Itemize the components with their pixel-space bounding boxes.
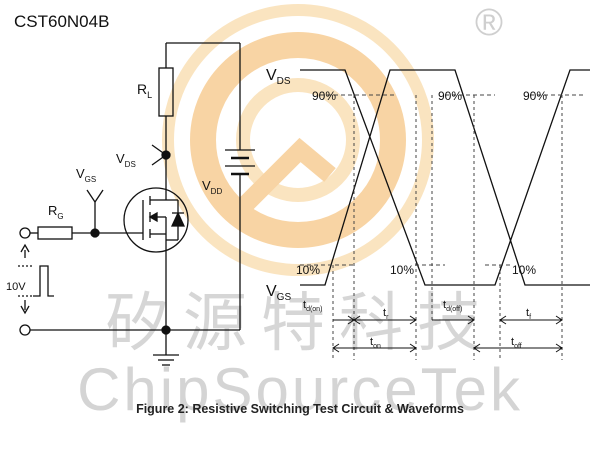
arrow-td-off-right bbox=[467, 315, 475, 325]
vgs-probe-a bbox=[86, 189, 96, 203]
label-90-3: 90% bbox=[523, 89, 547, 103]
pulse-waveform bbox=[33, 265, 54, 297]
label-rl: RL bbox=[137, 81, 152, 100]
label-td-off: td(off) bbox=[443, 299, 462, 313]
label-90-1: 90% bbox=[312, 89, 336, 103]
pulse-arrow-down bbox=[20, 305, 30, 315]
arrow-tf-right bbox=[555, 315, 563, 325]
arrow-ton-right bbox=[409, 343, 417, 353]
arrow-ton-left bbox=[332, 343, 340, 353]
arrow-tf-left bbox=[499, 315, 507, 325]
arrow-tr-right bbox=[409, 315, 417, 325]
watermark-registered: ® bbox=[475, 2, 503, 44]
test-circuit bbox=[18, 42, 255, 366]
body-diode bbox=[170, 211, 186, 227]
vds-probe-b bbox=[151, 154, 167, 166]
label-tf: tf bbox=[526, 307, 531, 321]
waveform-diagram bbox=[300, 69, 590, 360]
label-10-1: 10% bbox=[296, 263, 320, 277]
label-10-2: 10% bbox=[390, 263, 414, 277]
label-vdd: VDD bbox=[202, 178, 222, 196]
label-vds-wave: VDS bbox=[266, 67, 291, 87]
watermark-latin: ChipSourceTek bbox=[77, 356, 523, 423]
pulse-arrow-up bbox=[20, 243, 30, 253]
vgs-probe-b bbox=[94, 189, 104, 203]
label-rg: RG bbox=[48, 203, 64, 221]
arrow-td-on-right bbox=[347, 315, 355, 325]
label-vgs-circuit: VGS bbox=[76, 166, 96, 184]
mosfet-arrow bbox=[148, 211, 158, 223]
label-10-3: 10% bbox=[512, 263, 536, 277]
label-td-on: td(on) bbox=[303, 299, 322, 313]
vgs-trace bbox=[300, 69, 590, 286]
mosfet-body bbox=[123, 187, 189, 253]
label-toff: toff bbox=[511, 336, 522, 350]
figure-caption: Figure 2: Resistive Switching Test Circu… bbox=[136, 402, 464, 416]
rg-resistor bbox=[37, 226, 73, 240]
label-vgs-wave: VGS bbox=[266, 283, 291, 303]
arrow-toff-left bbox=[473, 343, 481, 353]
part-number-title: CST60N04B bbox=[14, 12, 110, 31]
label-tr: tr bbox=[383, 307, 389, 321]
input-terminal bbox=[19, 227, 31, 239]
label-90-2: 90% bbox=[438, 89, 462, 103]
vds-trace bbox=[300, 69, 590, 286]
label-vds-circuit: VDS bbox=[116, 151, 136, 169]
watermark-chinese: 矽源特科技 bbox=[105, 287, 495, 359]
arrow-toff-right bbox=[555, 343, 563, 353]
label-pulse-amplitude: 10V bbox=[6, 281, 26, 293]
vds-probe-a bbox=[151, 144, 167, 156]
label-ton: ton bbox=[370, 336, 381, 350]
watermark-logo bbox=[162, 4, 434, 276]
input-return-terminal bbox=[19, 324, 31, 336]
